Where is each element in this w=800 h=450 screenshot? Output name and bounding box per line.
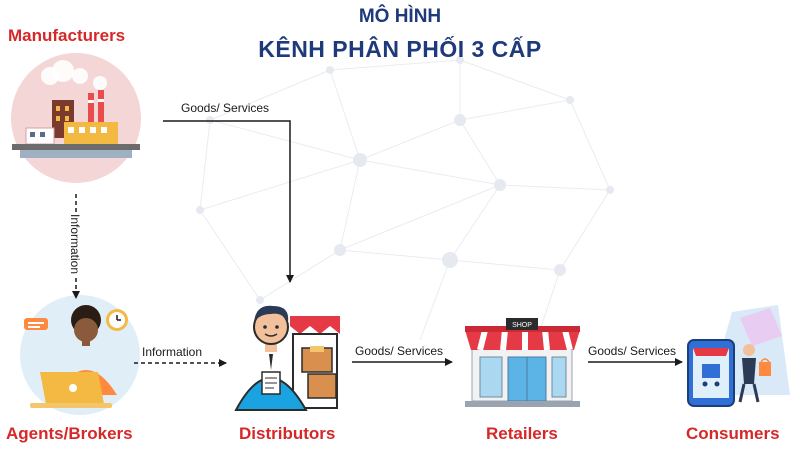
factory-icon: [11, 53, 141, 183]
consumer-icon: [687, 305, 790, 407]
node-label-retailers: Retailers: [486, 424, 558, 443]
arrow-manufacturers-to-distributors: [163, 120, 294, 283]
title-line-2: KÊNH PHÂN PHỐI 3 CẤP: [258, 36, 542, 62]
edge-label-manufacturers-to-agents: Information: [68, 212, 82, 277]
node-label-agents: Agents/Brokers: [6, 424, 133, 443]
edge-label-retailers-to-consumers: Goods/ Services: [588, 344, 677, 358]
shop-sign-text: SHOP: [512, 322, 532, 329]
title-line-1: MÔ HÌNH: [358, 6, 442, 27]
edge-label-manufacturers-to-distributors: Goods/ Services: [181, 101, 270, 115]
edge-label-agents-to-distributors: Information: [142, 345, 203, 359]
node-label-manufacturers: Manufacturers: [8, 26, 126, 45]
distributor-icon: [234, 305, 340, 411]
edge-label-distributors-to-retailers: Goods/ Services: [355, 344, 444, 358]
agent-icon: [20, 295, 140, 415]
node-label-distributors: Distributors: [239, 424, 336, 443]
shop-icon: SHOP: [465, 318, 580, 407]
node-label-consumers: Consumers: [686, 424, 780, 443]
